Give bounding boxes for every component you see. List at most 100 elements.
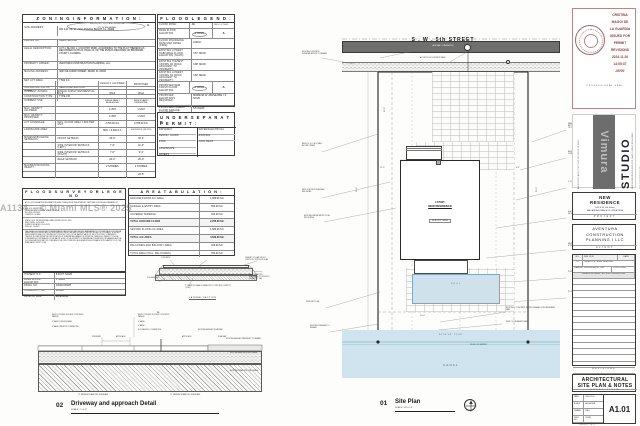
table-row: SITE ADDRESS:600 S.W. 5th ST. HALLANDALE… <box>23 26 155 40</box>
table-row: DATE 2024.11.20 <box>573 395 603 402</box>
flood-surveyor-legend-panel: F L O O D S U R V E Y O R L E G E N D AL… <box>22 188 126 272</box>
callout-existing-base: EXISTING BASE EXISTING GRADE <box>230 353 258 354</box>
table-row: EXISTING HIGHEST CROWN OF ROAD ADJACENT … <box>158 60 234 72</box>
side-right-setback-dimension: 9'-4" <box>516 167 520 169</box>
table-row: COMMUNITY NO:125110 <box>23 289 125 295</box>
house-ffe-label: F.F.E. 8'-0" NGVD <box>428 219 452 223</box>
site-note-property-line: PROPERTY LINE <box>306 302 320 303</box>
seal-ring-icon <box>575 25 605 55</box>
firm-right-meta: 1840 SW 22ND STREET, 4TH FLOOR, MIAMI, F… <box>632 132 634 189</box>
table-row: DRAWN CMG <box>573 409 603 416</box>
table-row: PROPERTY OWNER:AVENTURA CONSTRUCTION PLA… <box>23 62 155 70</box>
canal-label: CANAL <box>443 364 459 367</box>
zoning-highlight-line2: CITY OF HALLANDALE <box>97 26 117 29</box>
list-item: LANDSCAPE <box>159 148 196 154</box>
driveway-paver-field <box>432 72 514 142</box>
blank-row <box>573 317 635 324</box>
list-item: WATER/ELECTRICAL <box>198 129 235 136</box>
seal-line-9: -05'00' <box>614 69 625 73</box>
list-item: POOL DECK <box>198 141 214 144</box>
seal-line-1: CRISTINA <box>612 13 628 17</box>
fs-body-1: ALL FLOOD ELEVATION INFORMATION HERE COM… <box>23 200 125 207</box>
seal-line-6: REVISIONS <box>611 48 629 52</box>
table-row: DATE OF MAP:08-18-2014 <box>24 295 69 300</box>
zoning-information-panel: Z O N I N G I N F O R M A T I O N : THIS… <box>22 14 156 178</box>
limerock-base-layer <box>159 268 253 275</box>
client-panel: AVENTURA CONSTRUCTION PLANNING I LLC CLI… <box>572 224 637 250</box>
revisions-table: NO. 2024.11.20 DATE 01 ISSUED FOR PERMIT… <box>572 254 636 375</box>
sheet-title-caption: SHEET TITLE <box>590 389 620 392</box>
professional-seal-panel: CRISTINA MAGGI DE LA GUARDIA ISSUED FOR … <box>572 8 636 109</box>
street-sub-label: (ASPHALT PAVEMENT) <box>432 44 454 47</box>
fs-body-4: THE OWNER OF THIS PROPERTY UNDERSTANDS T… <box>25 231 122 244</box>
table-row: FLOOD INSURANCE RATE MAP PANEL (FIRM):12… <box>158 39 234 50</box>
callout-driveway-label: DRIVEWAY <box>92 337 101 338</box>
detail-callout-limerock: 6" LIMEROCK BASE COMPACTED TO 98% MOD. D… <box>185 286 231 290</box>
pool-label: POOL <box>450 283 462 285</box>
callout-limerock-compacted: 6" BASE LIMEROCK COMPACTED <box>52 327 79 328</box>
zoning-callout-a-marker: A <box>147 23 149 27</box>
firm-left-meta: AA26003319 ARCHITECTURE INTERIOR DESIGN <box>578 139 580 189</box>
house-footprint <box>400 160 480 260</box>
blank-row <box>573 349 635 356</box>
usp-left-column: DRIVEWAY FENCE / GATES POOL LANDSCAPE PA… <box>158 128 198 157</box>
blank-row <box>573 298 635 305</box>
compacted-subgrade-layer <box>155 275 257 281</box>
seal-line-2: MAGGI DE <box>611 20 629 24</box>
project-address: 600 S.W. 5th Street <box>595 206 615 209</box>
house-label-block: 2 STORY NEW RESIDENCE F.F.E. 8'-0" NGVD <box>406 202 474 226</box>
under-separate-permit-panel: U N D E R S E P A R A T E P E R M I T : … <box>157 112 236 157</box>
firm-mark-block: Vimura <box>593 115 615 189</box>
flood-proposed-ffe-oval: 8' NGVD <box>191 86 207 92</box>
list-item: DRIVEWAY <box>159 129 196 136</box>
water-meter-symbol <box>506 60 510 64</box>
blank-row <box>573 323 635 330</box>
table-row: CLASSIFICATION OF WORK:NEW CONSTRUCTION <box>23 86 155 95</box>
firm-mark-text: Vimura <box>598 130 610 174</box>
table-header-row: LEGALLY ALLOWED PROPOSED <box>23 81 155 90</box>
callout-approach-label-1: APPROACH <box>116 337 126 338</box>
site-note-cbs-wall: NEW 6'-0" H. C.B.S. WALL AS PER OWNER <box>302 144 323 148</box>
callout-sand-right: 1" SAND <box>138 322 145 323</box>
table-row: 23'-6" <box>23 172 155 178</box>
table-row: SIDE INTERIOR SETBACK (RIGHT)7'-6"9'-4" <box>23 150 155 157</box>
canal-bearing-dimension: 50'00"00" 75.00' <box>438 334 464 336</box>
table-row: 01 ISSUED FOR PERMIT REVISIONS <box>573 260 635 267</box>
callout-asphalt-to-remain: EXISTING ASPHALT PAVEMENT TO REMAIN <box>226 339 261 340</box>
flood-surveyor-footer-table: HIGHEST D.F.:8.00 FT. NGVD BASE FLOOD EL… <box>22 272 126 300</box>
area-tabulation-title: A R E A T A B U L A T I O N : <box>129 189 234 197</box>
rear-setback-dimension: 20'-0" <box>420 315 426 317</box>
mls-watermark: A1134... © Miami MLS® 2025 <box>0 203 132 213</box>
seal-line-4: ISSUED FOR <box>609 34 631 38</box>
callout-existing-asphalt-roadway: EXISTING ASPHALT ROADWAY <box>198 330 223 331</box>
callout-roadway-label: ROADWAY <box>218 337 227 338</box>
front-setback-dimension: 43'-4" <box>384 106 386 112</box>
detail-02-underline <box>71 412 219 414</box>
sheet-meta-column: DATE 2024.11.20 SCALE AS SHOWN DRAWN CMG… <box>573 395 604 426</box>
detail-lateral-section-caption: LATERAL SECTION <box>189 297 217 301</box>
blank-row <box>573 311 635 317</box>
north-arrow-icon <box>464 399 477 412</box>
side-left-setback-dimension: 11'-0" <box>380 167 385 169</box>
site-note-existing-seawall: EXISTING 5' CONCRETE SLOPED SEAWALL WITH… <box>506 308 556 312</box>
zoning-callout-a-label: A <box>147 23 150 27</box>
table-row: MAILING ADDRESS:3833 NE 163RD STREET, MI… <box>23 69 155 80</box>
blank-row <box>573 304 635 311</box>
list-item: ROOFING <box>198 135 235 142</box>
detail-callout-soil-bedding: SOIL BEDDING <box>147 278 159 279</box>
sheet-title-line1: ARCHITECTURAL <box>581 376 629 383</box>
table-row: CURRENT ZONING:SINGLE FAMILY RESIDENTIAL… <box>23 90 155 99</box>
callout-property-line-label: P/L <box>157 313 160 314</box>
area-tabulation-panel: A R E A T A B U L A T I O N : GROUND FLO… <box>128 188 235 258</box>
detail-callout-concrete: CONCRETE <box>161 258 171 259</box>
table-row: LOT COVERAGE:MAX. FLOOR AREA 1,800 PER U… <box>23 121 155 128</box>
utility-pole-symbol <box>464 44 471 51</box>
site-note-concrete-walkway: NEW CONCRETE WALKWAY, SEE DETAIL <box>302 190 325 194</box>
